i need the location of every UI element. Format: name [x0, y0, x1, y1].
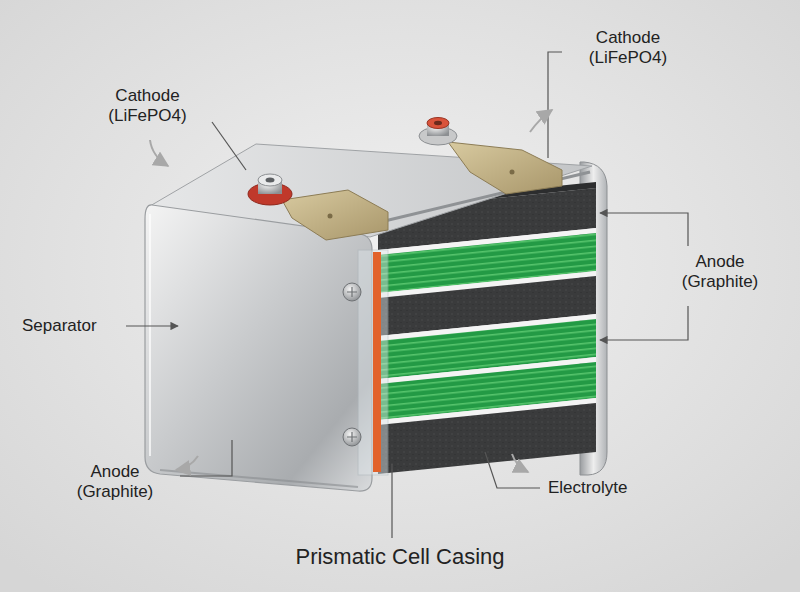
- part-label: Cathode (LiFePO4): [568, 28, 688, 67]
- curved-arrow: [512, 454, 528, 472]
- part-label: Electrolyte: [548, 478, 678, 498]
- leader-lines: [126, 52, 688, 538]
- busbar: [282, 190, 388, 240]
- electrode-stack: [378, 182, 596, 474]
- part-label: Cathode (LiFePO4): [85, 86, 210, 125]
- bolt: [343, 283, 361, 301]
- curved-arrow: [150, 140, 168, 166]
- caption-label: Prismatic Cell Casing: [240, 544, 560, 569]
- bolt-head: [343, 283, 361, 301]
- rivet: [328, 214, 333, 219]
- leader-line: [600, 213, 688, 246]
- curved-arrow: [530, 110, 552, 132]
- leader-line: [180, 440, 232, 476]
- terminal-hole: [266, 178, 275, 183]
- terminal: [248, 174, 292, 205]
- leader-line: [485, 452, 540, 488]
- casing-shadow: [160, 470, 358, 487]
- terminal-top: [427, 118, 449, 129]
- part-label: Separator: [22, 316, 122, 336]
- busbar: [448, 142, 562, 194]
- bolt: [343, 428, 361, 446]
- graphite-layer: [378, 403, 596, 474]
- part-label: Anode (Graphite): [665, 252, 775, 291]
- bolt-slot: [347, 432, 357, 442]
- terminal-hole: [434, 121, 442, 125]
- terminal-top: [258, 174, 282, 186]
- leader-line: [600, 306, 688, 340]
- casing-front: [145, 205, 372, 491]
- clear-plate: [358, 250, 388, 475]
- bolt-slot: [347, 287, 357, 297]
- leader-line: [126, 325, 178, 326]
- leader-line: [391, 464, 392, 538]
- leader-line: [212, 122, 246, 170]
- rivet: [510, 170, 515, 175]
- leader-line: [548, 52, 562, 158]
- curved-arrows: [150, 110, 552, 472]
- part-label: Anode (Graphite): [60, 462, 170, 501]
- terminal: [419, 118, 457, 146]
- curved-arrow: [176, 456, 198, 470]
- casing-highlight: [149, 214, 151, 456]
- insulator-strip: [373, 252, 381, 472]
- bolt-head: [343, 428, 361, 446]
